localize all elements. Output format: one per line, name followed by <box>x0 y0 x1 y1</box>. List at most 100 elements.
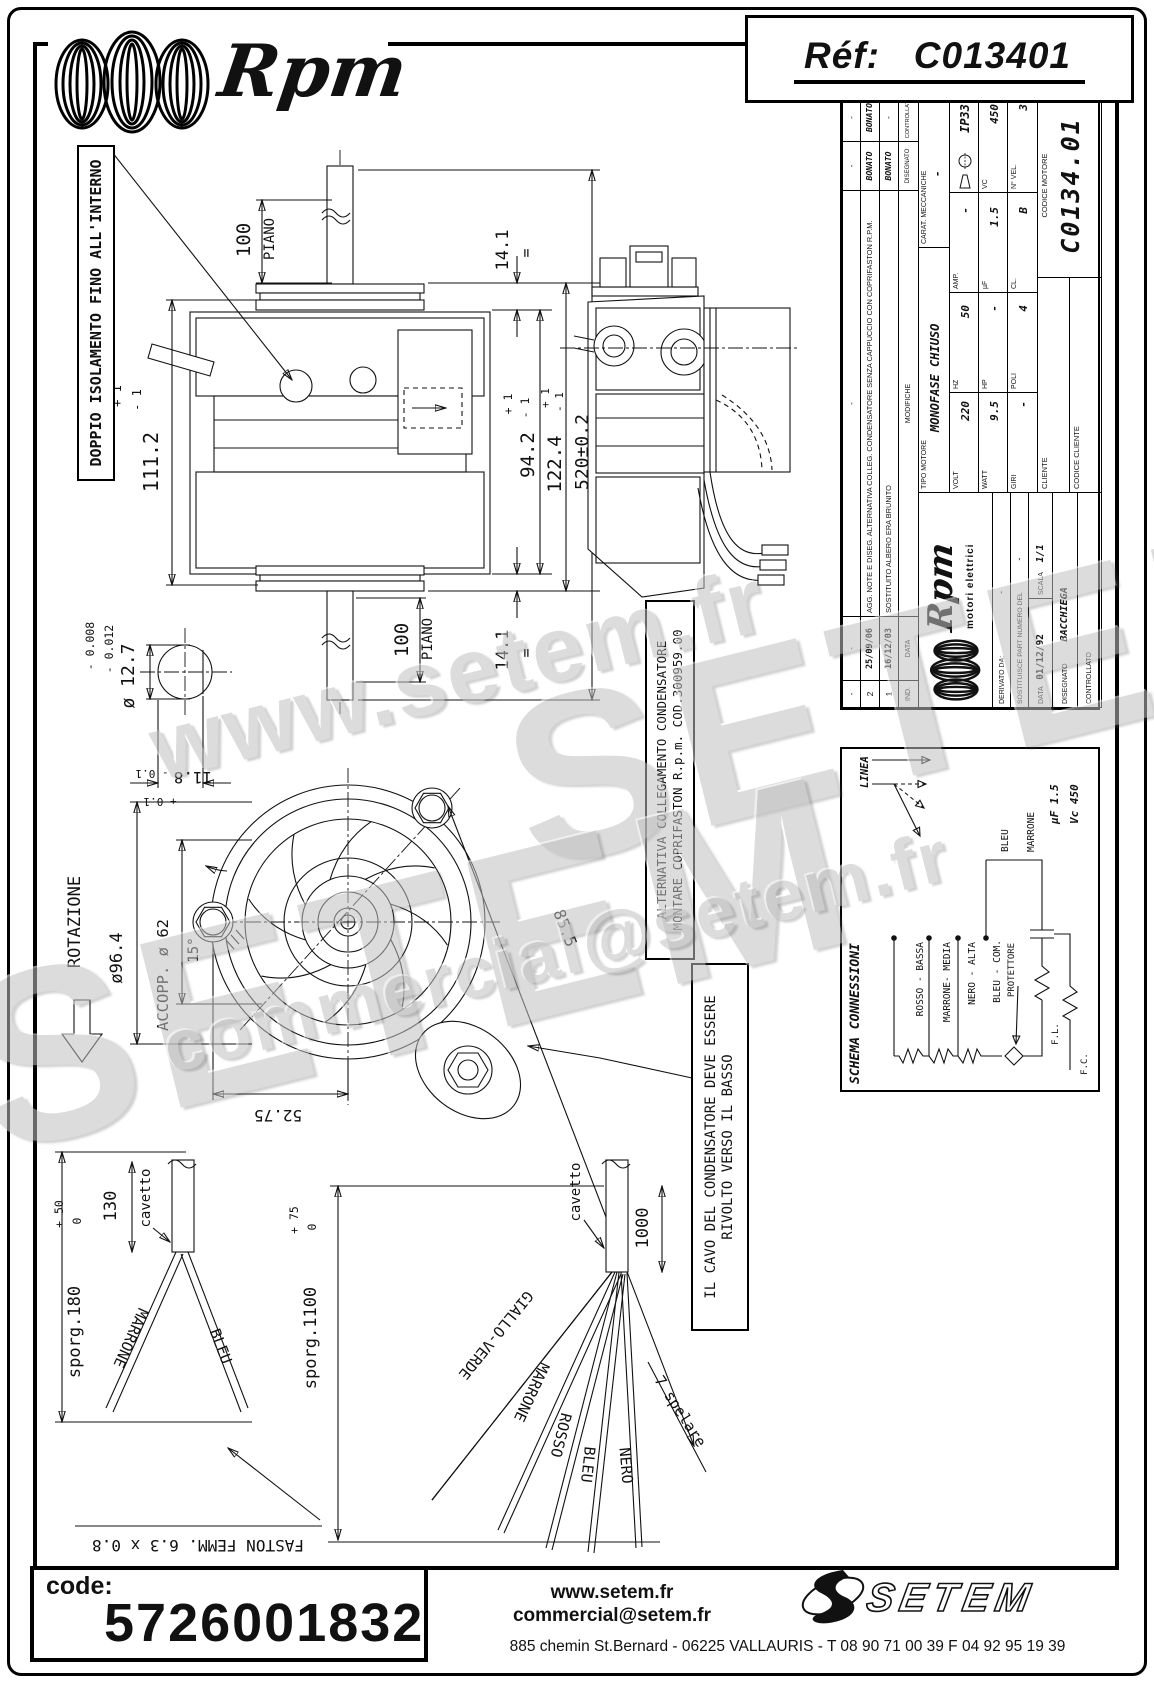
dim-shaft-t2: - 0.012 <box>102 625 116 673</box>
uf-label: µF <box>982 280 989 289</box>
header-logo: Rpm <box>48 20 412 138</box>
dim-14-1-bot: 14.1 <box>493 630 513 671</box>
rev-hdr-mod: MODIFICHE <box>898 190 919 617</box>
ref-label: Réf: <box>804 34 880 76</box>
setem-logo-text: SETEM <box>863 1575 1039 1620</box>
nvel-label: N° VEL. <box>1011 164 1018 189</box>
dim-eq-bot: = <box>517 648 535 657</box>
hp-value: - <box>988 305 1001 312</box>
field-tipo-motore: TIPO MOTORE MONOFASE CHIUSO <box>918 247 950 493</box>
field-controllato: CONTROLLATO <box>1077 492 1102 708</box>
field-scala: SCALA 1/1 <box>1028 492 1053 599</box>
title-block: - - - - - 2 25/09/06 AGG. NOTE E DISEG. … <box>840 93 1102 710</box>
derivato-label: DERIVATO DA: <box>999 655 1006 704</box>
schema-protettore-label: PROTETTORE <box>1007 943 1017 997</box>
vc-value: 450 <box>988 104 1001 124</box>
dim-sporg1100-tp: + 75 <box>287 1206 301 1234</box>
amp-label: AMP. <box>953 272 960 289</box>
dim-100-bot: 100 <box>391 623 413 657</box>
rev-hdr-data: DATA <box>898 616 919 681</box>
hp-label: HP <box>982 379 989 389</box>
schema-fc-label: F.C. <box>1080 1053 1090 1075</box>
motor-side-view <box>111 150 491 714</box>
scala-value: 1/1 <box>1035 544 1046 563</box>
hz-label: HZ <box>953 379 960 389</box>
setem-logo: SETEM <box>801 1570 1040 1624</box>
rev0-ind: - <box>842 680 861 708</box>
dim-accopp: ACCOPP. ø 62 <box>154 919 172 1031</box>
spec-watt: WATT 9.5 <box>978 392 1008 493</box>
dim-122-4-tm: - 1 <box>553 392 566 412</box>
dim-94-2-tp: + 1 <box>501 394 515 415</box>
cl-label: CL. <box>1011 278 1018 289</box>
disegnato-label: DISEGNATO <box>1062 663 1069 704</box>
tipo-motore-label: TIPO MOTORE <box>921 440 928 489</box>
schema-terminal-bassa: ROSSO - BASSA <box>915 942 926 1017</box>
spec-ip: IP33 <box>949 93 979 193</box>
dim-shaft-ftm: - 0.1 <box>135 767 168 780</box>
note-doppio-text: DOPPIO ISOLAMENTO FINO ALL'INTERNO <box>86 159 105 467</box>
controllato-label: CONTROLLATO <box>1086 652 1093 704</box>
dim-111-2-tm: - 1 <box>130 389 144 411</box>
rev2-mod: SOSTITUITO ALBERO ERA BRUNITO <box>879 190 899 617</box>
code-label: code: <box>46 1572 113 1600</box>
rpm-coils-icon <box>929 639 981 701</box>
note-cavo-line1: IL CAVO DEL CONDENSATORE DEVE ESSERE <box>702 995 719 1299</box>
rev1-ind: 2 <box>860 680 880 708</box>
dim-piano-bot: PIANO <box>420 618 436 660</box>
footer-site: www.setem.fr <box>550 1582 674 1603</box>
giri-label: GIRI <box>1011 474 1018 489</box>
fan-end-view <box>192 768 522 1120</box>
rev1-dis: BONATO <box>860 141 880 191</box>
spec-giri: GIRI- <box>1007 392 1038 493</box>
sostituisce-label: SOSTITUISCE PART NUMERO DEL <box>1017 592 1024 704</box>
watt-value: 9.5 <box>988 401 1001 421</box>
dim-94-2-tm: - 1 <box>518 398 532 419</box>
tipo-motore-value: MONOFASE CHIUSO <box>928 323 942 432</box>
spec-cl: CL.B <box>1007 192 1038 293</box>
dim-sporg1100-tm: 0 <box>305 1223 319 1230</box>
rev0-dis: - <box>842 141 861 191</box>
spec-amp: AMP.- <box>949 192 979 293</box>
dim-94-2: 94.2 <box>517 432 539 478</box>
rev-hdr-dis: DISEGNATO <box>898 141 919 191</box>
rev2-dis: BONATO <box>879 141 899 191</box>
field-derivato: DERIVATO DA: - <box>992 492 1011 708</box>
footer-email: commercial@setem.fr <box>512 1605 712 1626</box>
schema-marrone-label: MARRONE <box>1026 812 1037 852</box>
label-cavetto-left: cavetto <box>138 1168 154 1227</box>
note-alternativa-condensatore: ALTERNATIVA COLLEGAMENTO CONDENSATORE MO… <box>645 600 695 960</box>
poli-value: 4 <box>1017 305 1030 312</box>
vc-label: VC <box>982 179 989 189</box>
data-label: DATA <box>1038 686 1045 704</box>
volt-label: VOLT <box>953 471 960 489</box>
cable-middle: sporg.1100 + 75 0 cavetto 1000 GIALLO-VE… <box>287 1159 710 1554</box>
motor-profile-view <box>560 245 800 598</box>
dim-fan-dia: ø96.4 <box>107 932 127 983</box>
label-rotazione: ROTAZIONE <box>65 876 85 968</box>
rev0-data: - <box>842 616 861 681</box>
note-cavo-line2: RIVOLTO VERSO IL BASSO <box>720 1054 736 1240</box>
note-cavo-condensatore: IL CAVO DEL CONDENSATORE DEVE ESSERE RIV… <box>691 963 749 1331</box>
schema-cap-vc: Vc 450 <box>1068 784 1081 824</box>
drawing-frame <box>33 42 1119 1570</box>
field-codice-cliente: CODICE CLIENTE <box>1069 277 1102 493</box>
wiring-schema-svg: SCHEMA CONNESSIONI LINEA ROSSO - B <box>848 755 1090 1084</box>
nvel-value: 3 <box>1017 104 1030 111</box>
schema-linea-label: LINEA <box>859 756 871 788</box>
carat-label: CARAT. MECCANICHE <box>921 170 928 244</box>
dim-shaft-dia: ø 12.7 <box>118 643 139 708</box>
dim-111-2: 111.2 <box>139 432 163 492</box>
scala-label: SCALA <box>1038 572 1045 595</box>
wire-bleu-left: BLEU <box>206 1326 236 1366</box>
watt-label: WATT <box>982 469 989 489</box>
rev1-mod: AGG. NOTE E DISEG. ALTERNATIVA COLLEG. C… <box>860 190 880 617</box>
wire-bleu-mid: BLEU <box>577 1446 599 1484</box>
dim-14-1-top: 14.1 <box>493 230 513 271</box>
spec-vc: VC 450 <box>978 93 1008 193</box>
